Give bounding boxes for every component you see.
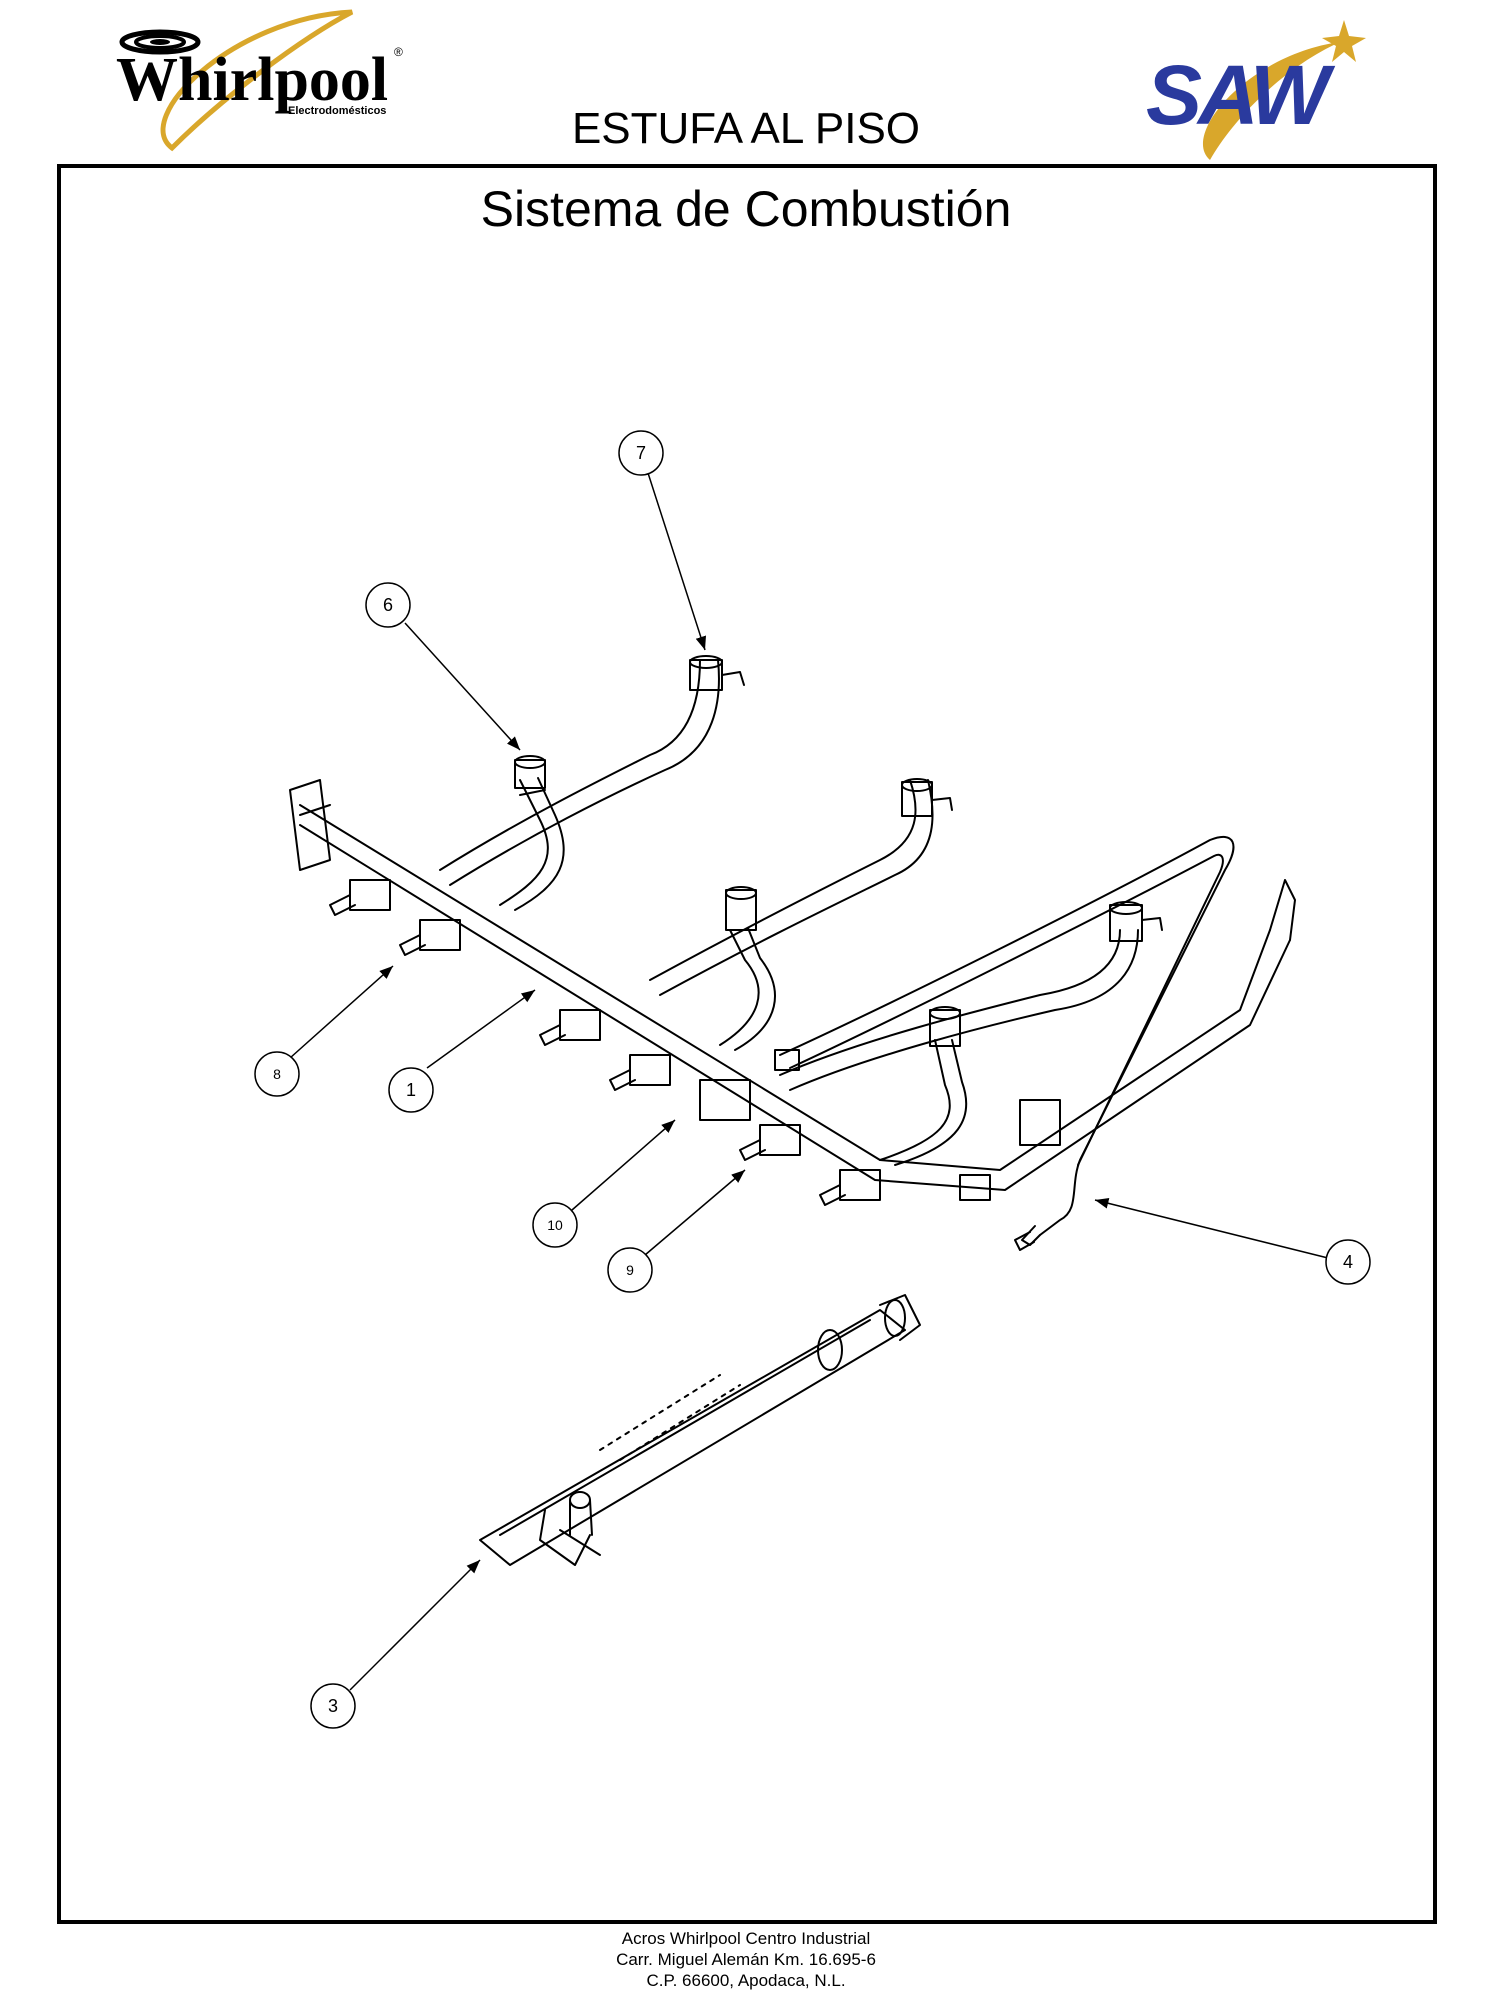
svg-text:7: 7: [636, 443, 646, 463]
swirl-icon: [119, 29, 201, 55]
leader-7: [647, 472, 707, 651]
manifold-rail: [289, 779, 1296, 1191]
callout-8: 8: [254, 1051, 300, 1097]
oven-burner: [479, 1294, 921, 1566]
svg-text:9: 9: [626, 1262, 634, 1278]
callout-6: 6: [365, 582, 411, 628]
footer-line-3: C.P. 66600, Apodaca, N.L.: [646, 1971, 846, 1990]
callout-7: 7: [618, 430, 664, 476]
leader-10: [571, 1119, 676, 1211]
whirlpool-logo: Whirlpool ® Electrodomésticos: [116, 9, 403, 152]
burner-tube-center: [649, 778, 953, 996]
svg-text:6: 6: [383, 595, 393, 615]
header: Whirlpool ® Electrodomésticos SAW ESTUFA…: [0, 0, 1492, 165]
oven-feed-tube: [774, 835, 1235, 1251]
svg-text:10: 10: [547, 1217, 563, 1233]
leader-3: [349, 1559, 481, 1691]
saw-wordmark: SAW: [1146, 48, 1336, 142]
callout-3: 3: [310, 1683, 356, 1729]
leader-8: [289, 965, 394, 1059]
leader-9: [644, 1169, 746, 1256]
burner-tube-left: [439, 655, 745, 886]
document-title: ESTUFA AL PISO: [571, 104, 921, 153]
leader-6: [404, 622, 521, 751]
section-title: Sistema de Combustión: [480, 181, 1012, 237]
footer-line-1: Acros Whirlpool Centro Industrial: [621, 1929, 871, 1948]
svg-text:8: 8: [273, 1066, 281, 1082]
leader-1: [426, 989, 536, 1069]
svg-text:3: 3: [328, 1696, 338, 1716]
callout-9: 9: [607, 1247, 653, 1293]
star-icon: [1322, 20, 1366, 62]
burner-tube-mid: [719, 886, 776, 1051]
whirlpool-wordmark: Whirlpool: [116, 46, 388, 114]
callout-1: 1: [388, 1067, 434, 1113]
svg-text:1: 1: [406, 1080, 416, 1100]
callout-10: 10: [532, 1202, 578, 1248]
registered-mark: ®: [394, 45, 403, 59]
burner-tube-long: [779, 901, 1163, 1091]
footer-line-2: Carr. Miguel Alemán Km. 16.695-6: [616, 1950, 876, 1969]
leader-4: [1094, 1198, 1329, 1259]
saw-logo: SAW: [1146, 20, 1366, 160]
burner-tube-right: [879, 1006, 968, 1166]
drawing-frame: [57, 164, 1437, 1924]
valve-group: [329, 879, 1061, 1206]
whirlpool-tagline: Electrodomésticos: [288, 105, 386, 117]
callout-4: 4: [1325, 1239, 1371, 1285]
svg-text:4: 4: [1343, 1252, 1353, 1272]
footer-address: Acros Whirlpool Centro Industrial Carr. …: [0, 1928, 1492, 1991]
burner-tube-front: [499, 755, 565, 911]
